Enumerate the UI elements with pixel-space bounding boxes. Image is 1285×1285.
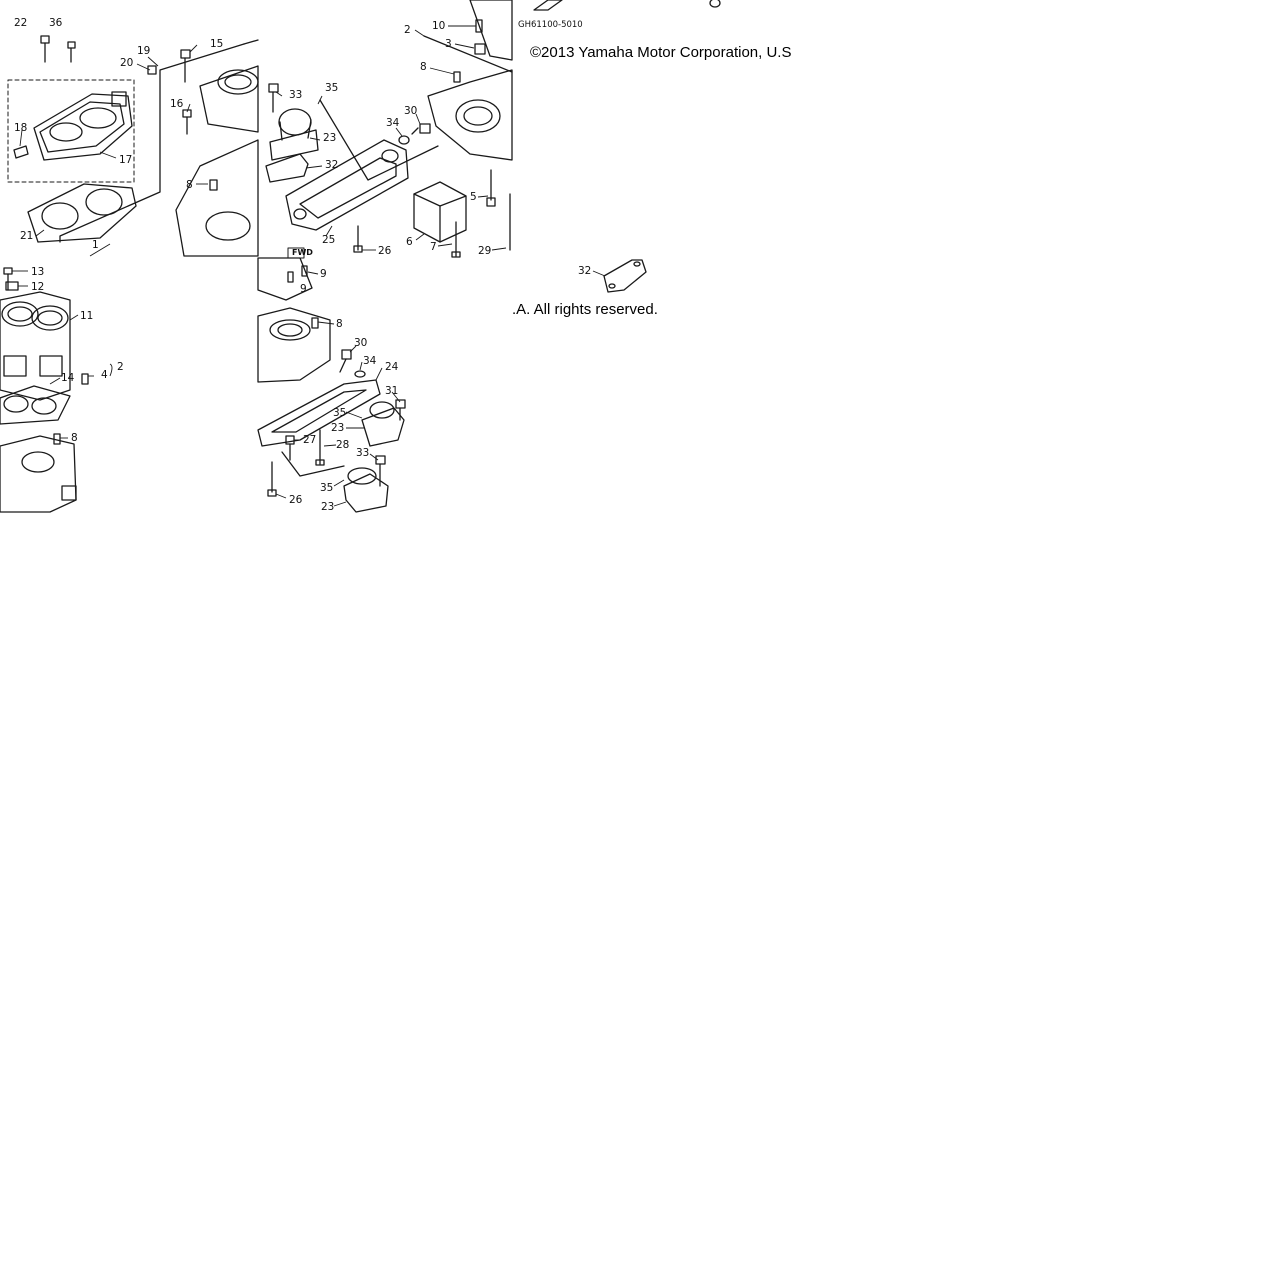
callout-23-a: 23 bbox=[323, 132, 336, 144]
callout-24: 24 bbox=[385, 361, 399, 373]
callout-14: 14 bbox=[61, 372, 75, 384]
callout-3: 3 bbox=[445, 38, 452, 50]
callout-33-b: 33 bbox=[356, 447, 369, 459]
callout-1: 1 bbox=[92, 239, 99, 251]
callout-11: 11 bbox=[80, 310, 93, 322]
copyright-line-2: .A. All rights reserved. bbox=[512, 301, 658, 318]
callout-13: 13 bbox=[31, 266, 44, 278]
callout-25: 25 bbox=[322, 234, 335, 246]
callout-35-a: 35 bbox=[325, 82, 338, 94]
callout-19: 19 bbox=[137, 45, 150, 57]
tile-cylinder-block bbox=[0, 267, 89, 513]
copyright-line-1: ©2013 Yamaha Motor Corporation, U.S bbox=[530, 44, 791, 61]
tile-crankcase-callouts: 10 2 3 8 30 5 6 7 29 bbox=[404, 20, 491, 257]
callout-21: 21 bbox=[20, 230, 33, 242]
callout-26-a: 26 bbox=[378, 245, 392, 257]
callout-18: 18 bbox=[14, 122, 27, 134]
tile-engine-mount-leaders bbox=[275, 91, 403, 275]
diagram-code: GH61100-5010 bbox=[518, 20, 583, 30]
tile-engine-mount-callouts: 33 35 23 32 34 25 26 9 9 FWD bbox=[289, 82, 400, 295]
callout-15: 15 bbox=[210, 38, 223, 50]
callout-9-a: 9 bbox=[320, 268, 327, 280]
fwd-arrow-label: FWD bbox=[292, 248, 313, 257]
tile-cylinder-block-leaders bbox=[12, 270, 113, 439]
callout-34-a: 34 bbox=[386, 117, 400, 129]
callout-4: 4 bbox=[101, 369, 108, 381]
callout-28: 28 bbox=[336, 439, 349, 451]
callout-29: 29 bbox=[478, 245, 491, 257]
callout-17: 17 bbox=[119, 154, 132, 166]
callout-22: 22 bbox=[14, 17, 27, 29]
callout-6: 6 bbox=[406, 236, 413, 248]
callout-2-b: 2 bbox=[404, 24, 411, 36]
callout-34-b: 34 bbox=[363, 355, 377, 367]
tile-cylinder-head-callouts: 22 36 19 15 20 16 18 17 8 21 1 bbox=[14, 17, 223, 251]
callout-5: 5 bbox=[470, 191, 477, 203]
callout-2-a: 2 bbox=[117, 361, 124, 373]
callout-8-a: 8 bbox=[186, 179, 193, 191]
callout-35-b: 35 bbox=[333, 407, 346, 419]
callout-36: 36 bbox=[49, 17, 63, 29]
callout-8-d: 8 bbox=[336, 318, 343, 330]
tile-crankcase bbox=[411, 0, 513, 258]
callout-8-b: 8 bbox=[71, 432, 78, 444]
callout-23-c: 23 bbox=[321, 501, 334, 513]
tile-engine-mount bbox=[257, 83, 439, 301]
tile-crankcase-leaders bbox=[414, 25, 507, 251]
callout-32-a: 32 bbox=[325, 159, 338, 171]
tile-mount-bracket bbox=[257, 307, 406, 513]
callout-30-a: 30 bbox=[404, 105, 417, 117]
fwd-arrow-icon bbox=[533, 0, 721, 11]
callout-35-c: 35 bbox=[320, 482, 333, 494]
callout-12: 12 bbox=[31, 281, 44, 293]
part-32-pad bbox=[603, 259, 647, 293]
tile-mount-bracket-callouts: 8 30 34 24 31 35 23 27 28 33 35 23 26 bbox=[289, 318, 399, 513]
callout-33-a: 33 bbox=[289, 89, 302, 101]
callout-9-b: 9 bbox=[300, 283, 307, 295]
callout-20: 20 bbox=[120, 57, 133, 69]
callout-7: 7 bbox=[430, 241, 437, 253]
callout-26-b: 26 bbox=[289, 494, 303, 506]
tile-mount-bracket-leaders bbox=[275, 321, 401, 507]
callout-31: 31 bbox=[385, 385, 398, 397]
callout-8-c: 8 bbox=[420, 61, 427, 73]
callout-10: 10 bbox=[432, 20, 445, 32]
callout-30-b: 30 bbox=[354, 337, 367, 349]
tile-cylinder-head bbox=[7, 35, 259, 257]
callout-27: 27 bbox=[303, 434, 316, 446]
callout-23-b: 23 bbox=[331, 422, 344, 434]
callout-16: 16 bbox=[170, 98, 184, 110]
callout-32-b: 32 bbox=[578, 265, 591, 277]
tile-cylinder-head-leaders bbox=[19, 44, 208, 257]
tile-cylinder-block-callouts: 13 12 11 4 2 14 8 bbox=[31, 266, 124, 444]
